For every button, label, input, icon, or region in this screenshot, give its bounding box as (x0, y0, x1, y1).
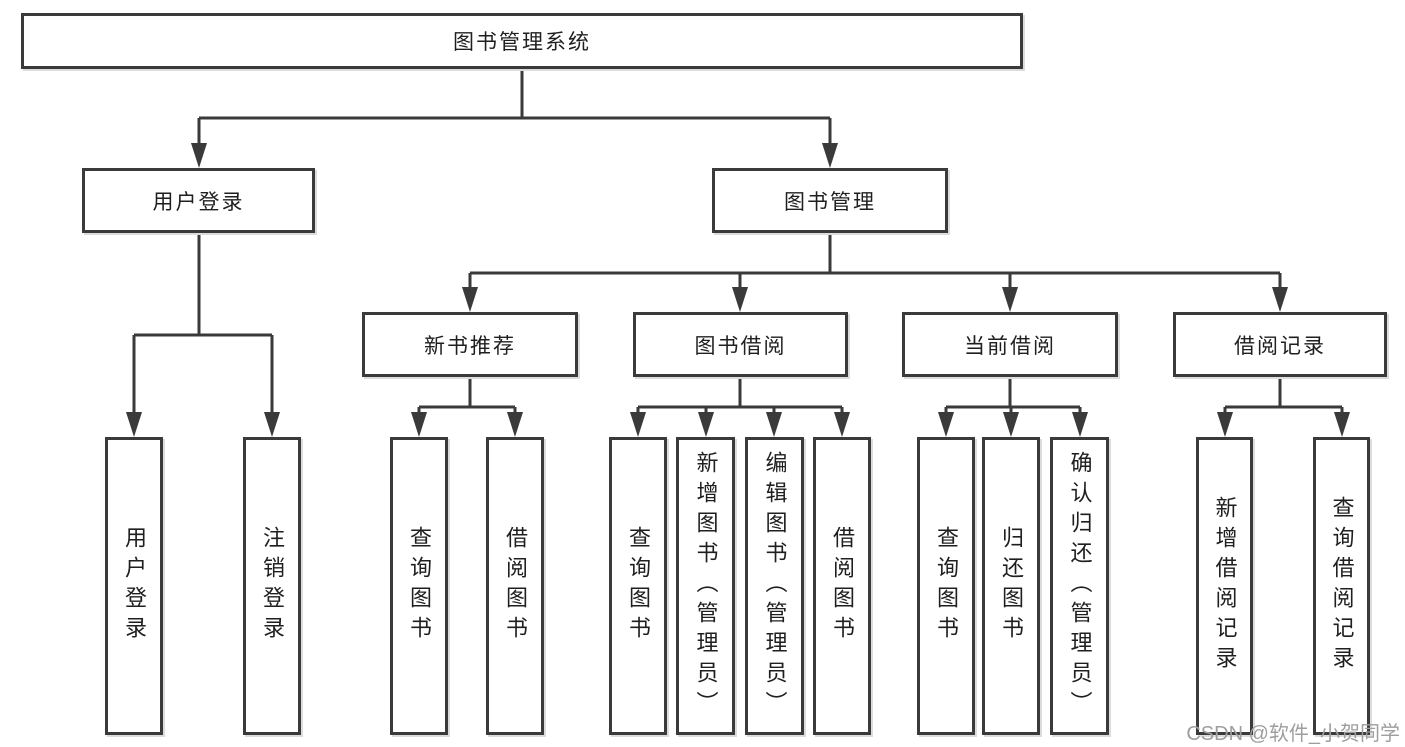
node-user-login: 用户登录 (82, 168, 315, 233)
node-book-borrow-label: 图书借阅 (694, 334, 787, 358)
node-current-borrow: 当前借阅 (902, 312, 1118, 377)
node-current-borrow-label: 当前借阅 (964, 334, 1056, 358)
leaf-current-query: 查询图书 (917, 437, 975, 735)
leaf-records-query: 查询借阅记录 (1313, 437, 1370, 735)
leaf-newbook-query-label: 查询图书 (407, 526, 432, 646)
leaf-bookborrow-query-label: 查询图书 (626, 526, 651, 646)
leaf-logout: 注销登录 (243, 437, 301, 735)
node-book-management: 图书管理 (712, 168, 948, 233)
leaf-bookborrow-edit-label: 编辑图书（管理员） (762, 451, 788, 721)
branch-new-book (417, 377, 517, 414)
leaf-bookborrow-query: 查询图书 (609, 437, 667, 735)
leaf-bookborrow-borrow-label: 借阅图书 (830, 526, 855, 646)
leaf-records-add: 新增借阅记录 (1196, 437, 1253, 735)
leaf-records-query-label: 查询借阅记录 (1329, 496, 1355, 676)
node-borrow-records: 借阅记录 (1173, 312, 1387, 377)
node-root-label: 图书管理系统 (453, 31, 591, 54)
node-book-management-label: 图书管理 (784, 190, 876, 214)
leaf-current-return-label: 归还图书 (999, 526, 1024, 646)
leaf-newbook-query: 查询图书 (390, 437, 448, 735)
node-new-book-recommend: 新书推荐 (362, 312, 578, 377)
branch-root (197, 69, 832, 145)
leaf-newbook-borrow-label: 借阅图书 (503, 526, 528, 646)
node-book-borrow: 图书借阅 (633, 312, 848, 377)
node-borrow-records-label: 借阅记录 (1234, 334, 1326, 358)
leaf-user-login-label: 用户登录 (122, 526, 147, 646)
leaf-newbook-borrow: 借阅图书 (486, 437, 544, 735)
leaf-bookborrow-add: 新增图书（管理员） (676, 437, 735, 735)
leaf-current-confirm: 确认归还（管理员） (1050, 437, 1109, 735)
branch-borrow-records (1223, 377, 1344, 414)
branch-book-management (468, 233, 1282, 289)
arrowheads (126, 143, 1350, 437)
leaf-bookborrow-borrow: 借阅图书 (813, 437, 871, 735)
leaf-logout-label: 注销登录 (260, 526, 285, 646)
leaf-current-query-label: 查询图书 (934, 526, 959, 646)
node-new-book-recommend-label: 新书推荐 (424, 334, 516, 358)
branch-user-login (132, 233, 274, 414)
node-user-login-label: 用户登录 (152, 190, 245, 214)
csdn-watermark: CSDN @软件_小贺同学 (1186, 723, 1400, 745)
branch-book-borrow (636, 377, 844, 414)
branch-current-borrow (944, 377, 1082, 414)
leaf-current-return: 归还图书 (982, 437, 1040, 735)
leaf-user-login: 用户登录 (105, 437, 163, 735)
leaf-current-confirm-label: 确认归还（管理员） (1067, 451, 1093, 721)
node-root: 图书管理系统 (21, 13, 1023, 69)
leaf-bookborrow-add-label: 新增图书（管理员） (693, 451, 719, 721)
leaf-records-add-label: 新增借阅记录 (1212, 496, 1238, 676)
leaf-bookborrow-edit: 编辑图书（管理员） (745, 437, 804, 735)
